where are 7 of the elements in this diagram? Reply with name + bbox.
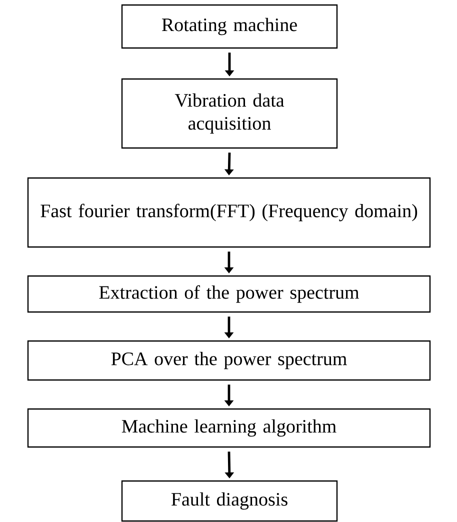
process-box: Extraction of the power spectrum [27,275,431,313]
process-box: Machine learning algorithm [27,408,431,448]
process-box: Fault diagnosis [121,480,338,522]
process-box: Fast fourier transform(FFT) (Frequency domain) [27,177,431,248]
process-box: Rotating machine [121,4,338,49]
process-box: Vibration data acquisition [121,78,338,149]
process-box: PCA over the power spectrum [27,340,431,381]
